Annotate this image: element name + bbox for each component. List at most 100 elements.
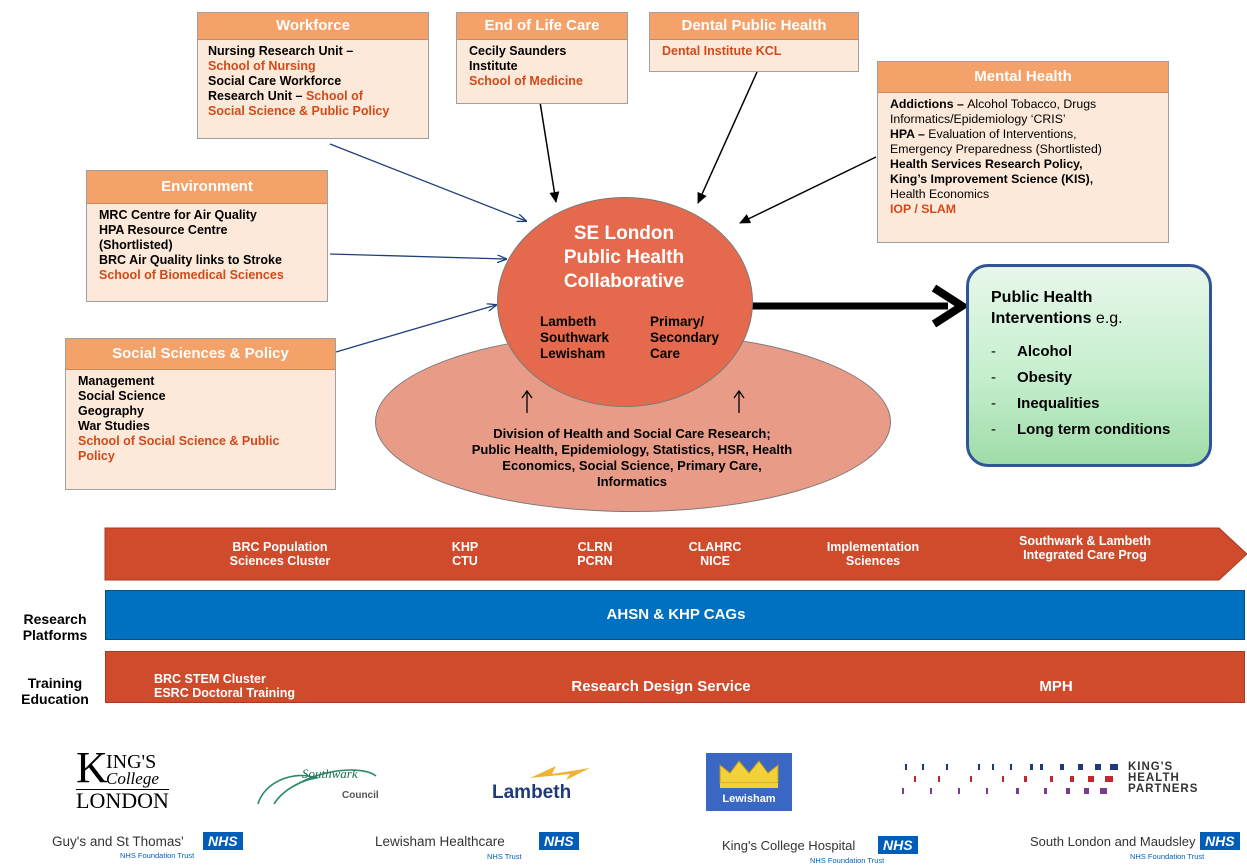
arrow-workforce	[329, 143, 526, 221]
band-brc-stem-l2: ESRC Doctoral Training	[154, 686, 295, 700]
band-clrn: CLRN	[577, 540, 613, 554]
end-of-life-title: End of Life Care	[457, 13, 627, 40]
arrow-environment	[329, 253, 506, 259]
mental-line3a: HPA –	[890, 127, 929, 141]
environment-line2: HPA Resource Centre	[99, 223, 228, 237]
mental-health-box: Mental Health Addictions – Alcohol Tobac…	[877, 61, 1169, 243]
band-integrated-care-l2: Integrated Care Prog	[1023, 548, 1147, 562]
band-brc-stem: BRC STEM Cluster ESRC Doctoral Training	[154, 672, 295, 700]
borough-lewisham: Lewisham	[540, 346, 606, 361]
khp-logo-l1: KING'S	[1128, 761, 1174, 773]
bullet-4: -	[991, 421, 996, 438]
care-label: Care	[650, 346, 681, 361]
guys-nhs-badge: NHS	[203, 832, 243, 850]
bullet-2: -	[991, 369, 996, 386]
mental-line3b: Evaluation of Interventions,	[928, 127, 1077, 141]
division-line3: Economics, Social Science, Primary Care,	[502, 458, 762, 473]
guys-st-thomas-logo: Guy's and St Thomas' NHS NHS Foundation …	[52, 832, 262, 862]
end-of-life-line2: Institute	[469, 59, 518, 73]
kings-college-hospital-logo: King's College Hospital NHS NHS Foundati…	[722, 836, 927, 865]
kch-nhs-badge: NHS	[878, 836, 918, 854]
band-nice: NICE	[700, 554, 730, 568]
interventions-title-suffix: e.g.	[1091, 310, 1123, 327]
band-ctu: CTU	[452, 554, 478, 568]
end-of-life-box: End of Life Care Cecily Saunders Institu…	[456, 12, 628, 104]
care-primary: Primary/	[650, 314, 705, 329]
research-label-l1: Research	[23, 611, 87, 627]
lewisham-healthcare-logo: Lewisham Healthcare NHS NHS Trust	[375, 832, 579, 862]
kcl-logo-k: K	[76, 743, 108, 792]
collaborative-title-line2: Public Health	[563, 247, 685, 268]
mental-health-title: Mental Health	[878, 62, 1168, 93]
arrow-end-of-life	[539, 101, 560, 203]
band-integrated-care-l1: Southwark & Lambeth	[1019, 534, 1151, 548]
interventions-box: Public Health Interventions e.g. -Alcoho…	[966, 264, 1212, 467]
arrow-social	[335, 305, 496, 353]
bottom-band: BRC STEM Cluster ESRC Doctoral Training …	[105, 651, 1245, 703]
lewisham-crown-icon	[719, 760, 779, 788]
band-brc-population: BRC Population Sciences Cluster	[195, 540, 365, 568]
kings-college-london-logo: K ING'S College LONDON	[76, 746, 176, 814]
social-line2: Social Science	[78, 389, 166, 403]
band-research-design: Research Design Service	[571, 678, 751, 695]
mental-line7: Health Economics	[890, 187, 990, 201]
mental-line6: King’s Improvement Science (KIS),	[890, 172, 1094, 186]
arrow-dental	[697, 71, 758, 204]
guys-sub: NHS Foundation Trust	[120, 851, 195, 860]
workforce-line4b: School of	[305, 89, 363, 103]
mental-line5: Health Services Research Policy,	[890, 157, 1083, 171]
band-implementation-l1: Implementation	[826, 540, 920, 554]
borough-lambeth: Lambeth	[540, 314, 597, 329]
borough-southwark: Southwark	[540, 330, 610, 345]
social-line4: War Studies	[78, 419, 150, 433]
workforce-line1: Nursing Research Unit –	[208, 44, 354, 58]
slam-name: South London and Maudsley	[1030, 834, 1196, 849]
social-line5: School of Social Science & Public	[78, 434, 280, 448]
band-mph: MPH	[1039, 678, 1073, 695]
khp-logo-l3: PARTNERS	[1128, 783, 1199, 795]
environment-line3: (Shortlisted)	[99, 238, 173, 252]
kcl-logo-london: LONDON	[76, 788, 169, 813]
training-education-label: Training Education	[10, 675, 100, 707]
social-line3: Geography	[78, 404, 144, 418]
environment-box: Environment MRC Centre for Air Quality H…	[86, 170, 328, 302]
workforce-line2: School of Nursing	[208, 59, 316, 73]
environment-line5: School of Biomedical Sciences	[99, 268, 284, 282]
care-list: Primary/ Secondary Care	[650, 314, 719, 362]
division-line1: Division of Health and Social Care Resea…	[493, 426, 771, 441]
lewisham-healthcare-sub: NHS Trust	[487, 852, 522, 861]
southwark-council-logo: Southwark Council	[254, 760, 384, 810]
intervention-inequalities: Inequalities	[1017, 395, 1100, 412]
guys-name: Guy's and St Thomas'	[52, 834, 184, 849]
intervention-long-term: Long term conditions	[1017, 421, 1171, 438]
workforce-line3: Social Care Workforce	[208, 74, 342, 88]
workforce-line5: Social Science & Public Policy	[208, 104, 390, 118]
bullet-3: -	[991, 395, 996, 412]
intervention-obesity: Obesity	[1017, 369, 1073, 386]
mental-line4: Emergency Preparedness (Shortlisted)	[890, 142, 1102, 156]
slam-sub: NHS Foundation Trust	[1130, 852, 1205, 861]
division-text: Division of Health and Social Care Resea…	[430, 426, 834, 490]
southwark-swoosh-icon	[257, 769, 377, 805]
band-implementation: Implementation Sciences	[805, 540, 941, 568]
division-line2: Public Health, Epidemiology, Statistics,…	[471, 442, 793, 457]
lewisham-logo-name: Lewisham	[722, 793, 776, 805]
social-line6: Policy	[78, 449, 115, 463]
khp-bars-icon	[902, 764, 1118, 794]
band-ahsn-khp: AHSN & KHP CAGs	[606, 606, 746, 623]
khp-logo: KING'S HEALTH PARTNERS	[900, 761, 1230, 802]
training-label-l1: Training	[27, 675, 83, 691]
band-clahrc: CLAHRC	[688, 540, 742, 554]
top-band: BRC Population Sciences Cluster KHP CTU …	[105, 528, 1245, 580]
southwark-logo-council: Council	[342, 790, 379, 801]
boroughs-list: Lambeth Southwark Lewisham	[540, 314, 609, 362]
environment-title: Environment	[87, 171, 327, 204]
mental-line1b: Alcohol Tobacco, Drugs	[967, 97, 1097, 111]
research-label-l2: Platforms	[22, 627, 88, 643]
care-secondary: Secondary	[650, 330, 720, 345]
southwark-logo-name: Southwark	[302, 766, 358, 781]
workforce-line4a: Research Unit –	[208, 89, 306, 103]
slam-nhs-badge: NHS	[1200, 832, 1240, 850]
environment-line4: BRC Air Quality links to Stroke	[99, 253, 282, 267]
khp-logo-l2: HEALTH	[1128, 772, 1180, 784]
